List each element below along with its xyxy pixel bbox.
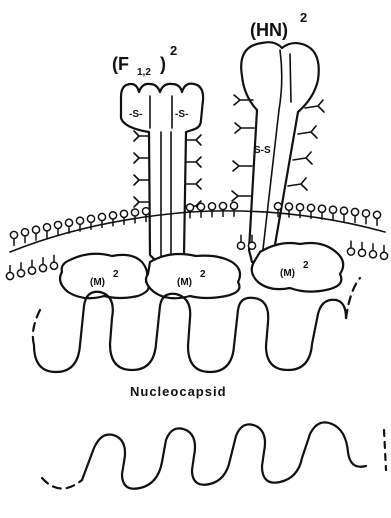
lipid-head-outer [21, 229, 28, 244]
f-disulfide-right: -S- [175, 109, 188, 120]
lipid-head-inner [380, 245, 387, 260]
lipid-head-outer [43, 224, 50, 239]
f12-glycoprotein: -S- -S- [121, 84, 203, 262]
lipid-head-inner [17, 262, 24, 277]
f-disulfide-left: -S- [129, 109, 142, 120]
hn-label-power: 2 [300, 10, 307, 25]
nucleocapsid-label: Nucleocapsid [130, 384, 227, 399]
lipid-bilayer-outer [10, 202, 385, 252]
lipid-head-inner [347, 241, 354, 256]
f12-label-close: ) [160, 54, 166, 74]
lipid-head-outer [32, 226, 39, 241]
lipid-head-outer [285, 203, 292, 218]
lipid-head-outer [54, 221, 61, 236]
lipid-head-outer [329, 206, 336, 221]
f12-label-open: (F [112, 54, 129, 74]
hn-label-main: (HN) [250, 20, 288, 40]
lipid-head-outer [208, 203, 215, 218]
lipid-head-outer [10, 231, 17, 246]
lipid-head-outer [109, 212, 116, 227]
f12-label-power: 2 [170, 43, 177, 58]
matrix-label-left: (M) [90, 277, 105, 288]
matrix-power-left: 2 [113, 269, 119, 280]
lipid-head-outer [142, 208, 149, 223]
lipid-head-outer [340, 207, 347, 222]
lipid-head-inner [39, 257, 46, 272]
nucleocapsid-coil-lower [42, 422, 386, 488]
matrix-power-center: 2 [200, 269, 206, 280]
lipid-head-outer [219, 202, 226, 217]
f12-dimer-label: (F 1,2 ) 2 [112, 43, 177, 78]
hn-disulfide: S-S [254, 145, 271, 156]
hn-glycoprotein: S-S [232, 42, 324, 262]
f12-label-subscript: 1,2 [137, 67, 151, 78]
lipid-head-outer [362, 210, 369, 225]
lipid-head-inner [28, 260, 35, 275]
lipid-head-outer [351, 208, 358, 223]
lipid-head-inner [6, 265, 13, 280]
matrix-power-right: 2 [303, 260, 309, 271]
lipid-head-outer [197, 203, 204, 218]
matrix-protein-center: (M) 2 [146, 254, 240, 298]
lipid-head-outer [131, 209, 138, 224]
lipid-head-inner [50, 255, 57, 270]
lipid-head-inner [237, 235, 244, 250]
lipid-head-outer [230, 202, 237, 217]
lipid-head-inner [358, 242, 365, 257]
hn-dimer-label: (HN) 2 [250, 10, 307, 40]
matrix-protein-left: (M) 2 [60, 254, 149, 299]
matrix-protein-right: (M) 2 [252, 243, 343, 292]
matrix-label-center: (M) [177, 277, 192, 288]
lipid-head-outer [373, 211, 380, 226]
lipid-head-outer [120, 210, 127, 225]
matrix-label-right: (M) [280, 268, 295, 279]
lipid-head-inner [369, 243, 376, 258]
